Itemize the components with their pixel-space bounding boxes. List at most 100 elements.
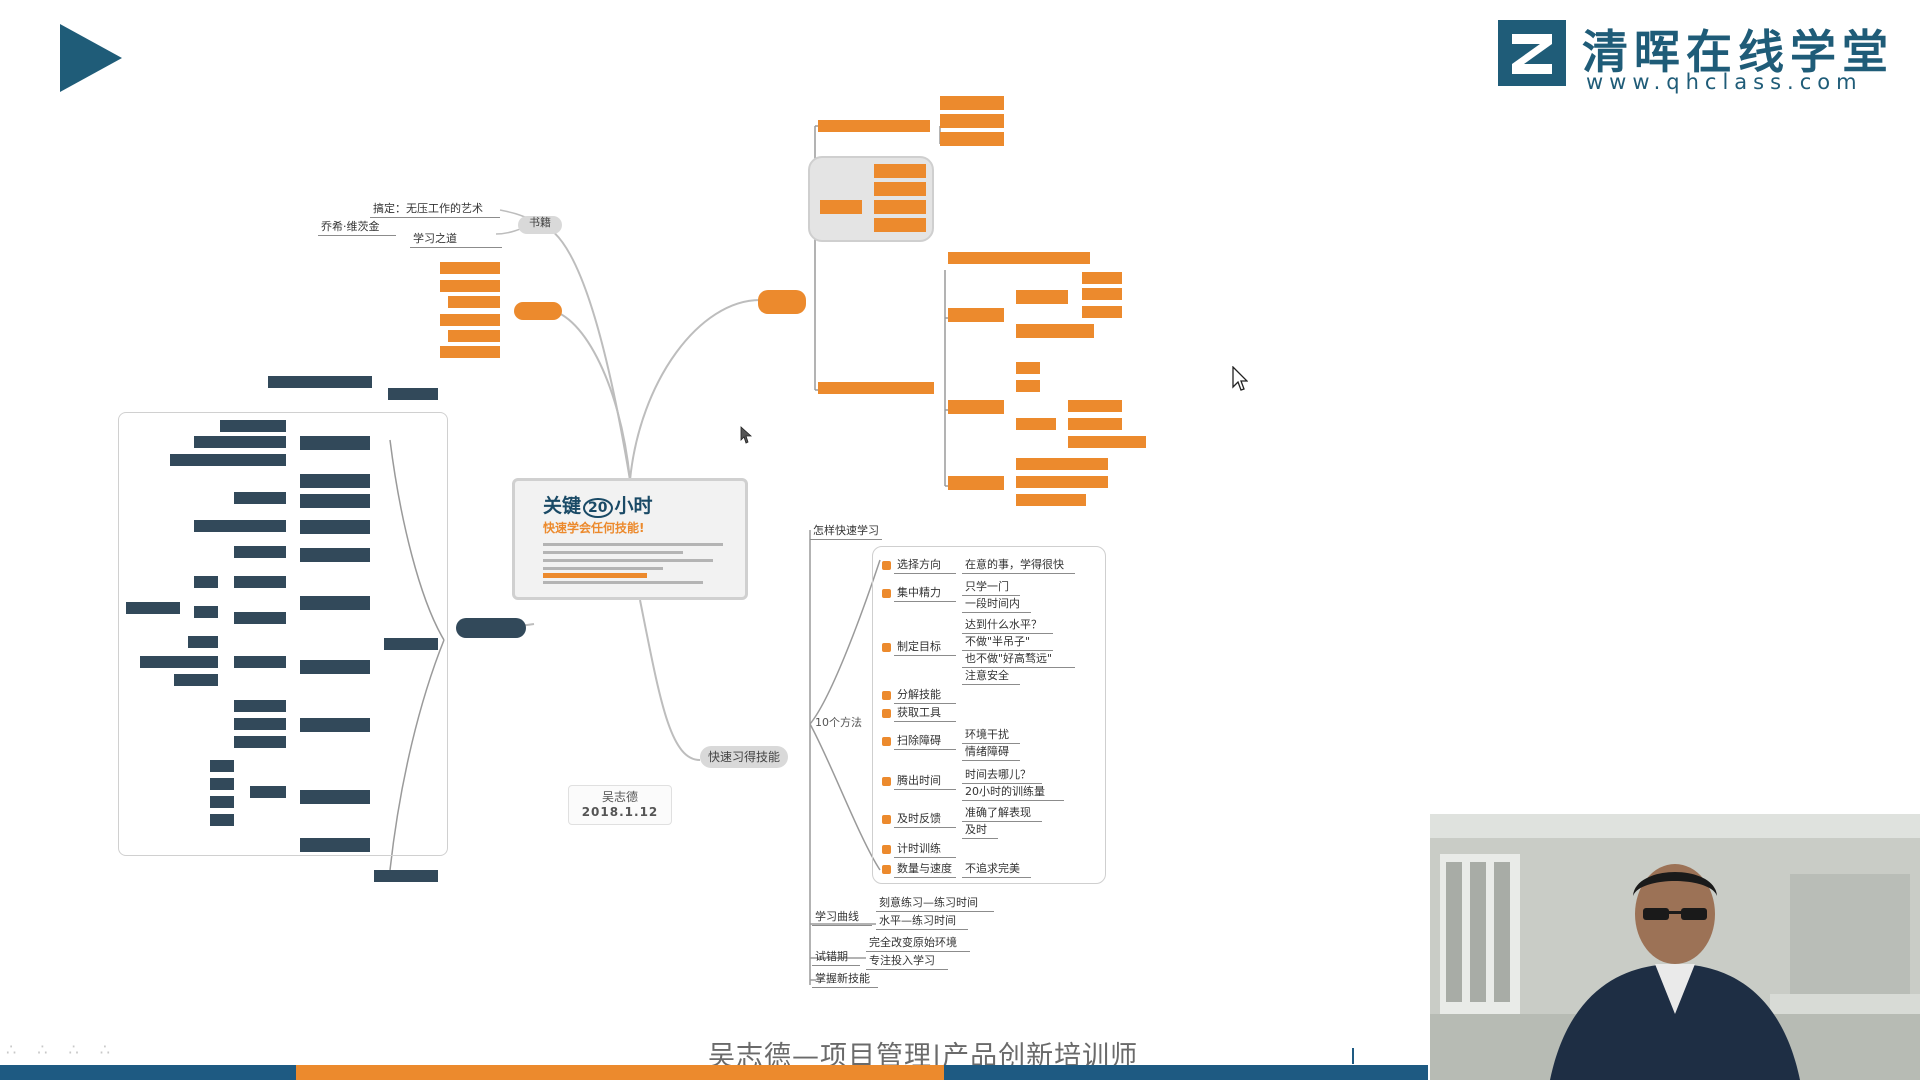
method-step[interactable]: 及时反馈 [894, 812, 956, 828]
topic-subnode[interactable] [300, 474, 370, 488]
topic-subnode[interactable] [300, 494, 370, 508]
stage-item[interactable]: 专注投入学习 [866, 954, 948, 970]
topic-subnode[interactable] [1016, 362, 1040, 374]
book-item[interactable]: 学习之道 [410, 232, 502, 248]
topic-subnode[interactable] [1068, 400, 1122, 412]
method-step-detail[interactable]: 不做"半吊子" [962, 635, 1053, 651]
topic-subnode[interactable] [210, 814, 234, 826]
curve-label[interactable]: 学习曲线 [812, 910, 872, 926]
topic-subnode[interactable] [948, 400, 1004, 414]
stage-item[interactable]: 完全改变原始环境 [866, 936, 970, 952]
topic-subnode[interactable] [948, 476, 1004, 490]
topic-subnode[interactable] [1016, 380, 1040, 392]
topic-subnode[interactable] [300, 718, 370, 732]
topic-subnode[interactable] [234, 492, 286, 504]
method-step-detail[interactable]: 时间去哪儿？ [962, 768, 1042, 784]
topic-subnode[interactable] [300, 436, 370, 450]
topic-subnode[interactable] [210, 778, 234, 790]
topic-subnode[interactable] [194, 436, 286, 448]
topic-subnode[interactable] [194, 520, 286, 532]
topic-subnode[interactable] [1082, 272, 1122, 284]
topic-subnode[interactable] [174, 674, 218, 686]
play-button[interactable] [58, 22, 124, 94]
topic-subnode[interactable] [940, 96, 1004, 110]
method-step-detail[interactable]: 不追求完美 [962, 862, 1031, 878]
topic-subnode[interactable] [1016, 290, 1068, 304]
topic-subnode[interactable] [448, 296, 500, 308]
method-root-node[interactable]: 快速习得技能 [700, 746, 788, 768]
topic-subnode[interactable] [818, 120, 930, 132]
method-step-detail[interactable]: 情绪障碍 [962, 745, 1020, 761]
topic-subnode[interactable] [300, 660, 370, 674]
topic-subnode[interactable] [300, 520, 370, 534]
method-step[interactable]: 腾出时间 [894, 774, 956, 790]
topic-subnode[interactable] [440, 314, 500, 326]
topic-subnode[interactable] [1016, 324, 1094, 338]
topic-subnode[interactable] [388, 388, 438, 400]
topic-subnode[interactable] [948, 308, 1004, 322]
topic-subnode[interactable] [234, 576, 286, 588]
method-step-detail[interactable]: 达到什么水平？ [962, 618, 1053, 634]
book-item[interactable]: 搞定：无压工作的艺术 [370, 202, 500, 218]
method-step[interactable]: 分解技能 [894, 688, 956, 704]
topic-subnode[interactable] [220, 420, 286, 432]
topic-subnode[interactable] [874, 200, 926, 214]
topic-subnode[interactable] [194, 576, 218, 588]
books-node[interactable]: 书籍 [518, 216, 562, 234]
topic-subnode[interactable] [948, 252, 1090, 264]
topic-subnode[interactable] [250, 786, 286, 798]
method-step-detail[interactable]: 也不做"好高骛远" [962, 652, 1075, 668]
topic-subnode[interactable] [1068, 436, 1146, 448]
topic-subnode[interactable] [234, 656, 286, 668]
topic-subnode[interactable] [234, 700, 286, 712]
topic-subnode[interactable] [300, 790, 370, 804]
topic-subnode[interactable] [440, 346, 500, 358]
topic-subnode[interactable] [268, 376, 372, 388]
topic-subnode[interactable] [234, 612, 286, 624]
topic-subnode[interactable] [374, 870, 438, 882]
method-group-label[interactable]: 10个方法 [815, 716, 862, 729]
topic-node[interactable] [758, 290, 806, 314]
method-step[interactable]: 计时训练 [894, 842, 956, 858]
topic-subnode[interactable] [234, 736, 286, 748]
topic-subnode[interactable] [300, 548, 370, 562]
method-step[interactable]: 集中精力 [894, 586, 956, 602]
method-step-detail[interactable]: 准确了解表现 [962, 806, 1042, 822]
topic-subnode[interactable] [1016, 418, 1056, 430]
topic-subnode[interactable] [1016, 476, 1108, 488]
topic-subnode[interactable] [940, 132, 1004, 146]
topic-subnode[interactable] [1016, 458, 1108, 470]
stage-label[interactable]: 试错期 [812, 950, 860, 966]
topic-subnode[interactable] [300, 596, 370, 610]
curve-item[interactable]: 水平—练习时间 [876, 914, 968, 930]
topic-subnode[interactable] [874, 182, 926, 196]
topic-subnode[interactable] [188, 636, 218, 648]
topic-subnode[interactable] [440, 280, 500, 292]
topic-subnode[interactable] [384, 638, 438, 650]
topic-node[interactable] [514, 302, 562, 320]
method-step-detail[interactable]: 注意安全 [962, 669, 1020, 685]
method-step-detail[interactable]: 在意的事，学得很快 [962, 558, 1075, 574]
method-step-detail[interactable]: 环境干扰 [962, 728, 1020, 744]
method-step-detail[interactable]: 一段时间内 [962, 597, 1031, 613]
method-step[interactable]: 数量与速度 [894, 862, 956, 878]
book-item[interactable]: 乔希·维茨金 [318, 220, 396, 236]
topic-subnode[interactable] [210, 760, 234, 772]
method-step-detail[interactable]: 20小时的训练量 [962, 785, 1064, 801]
topic-subnode[interactable] [1082, 306, 1122, 318]
topic-subnode[interactable] [448, 330, 500, 342]
topic-subnode[interactable] [440, 262, 500, 274]
topic-subnode[interactable] [874, 164, 926, 178]
curve-item[interactable]: 刻意练习—练习时间 [876, 896, 994, 912]
topic-subnode[interactable] [818, 382, 934, 394]
topic-subnode[interactable] [234, 546, 286, 558]
method-step[interactable]: 制定目标 [894, 640, 956, 656]
method-step[interactable]: 扫除障碍 [894, 734, 956, 750]
topic-subnode[interactable] [874, 218, 926, 232]
topic-node[interactable] [456, 618, 526, 638]
topic-subnode[interactable] [126, 602, 180, 614]
topic-subnode[interactable] [170, 454, 286, 466]
topic-subnode[interactable] [140, 656, 218, 668]
final-label[interactable]: 掌握新技能 [812, 972, 878, 988]
